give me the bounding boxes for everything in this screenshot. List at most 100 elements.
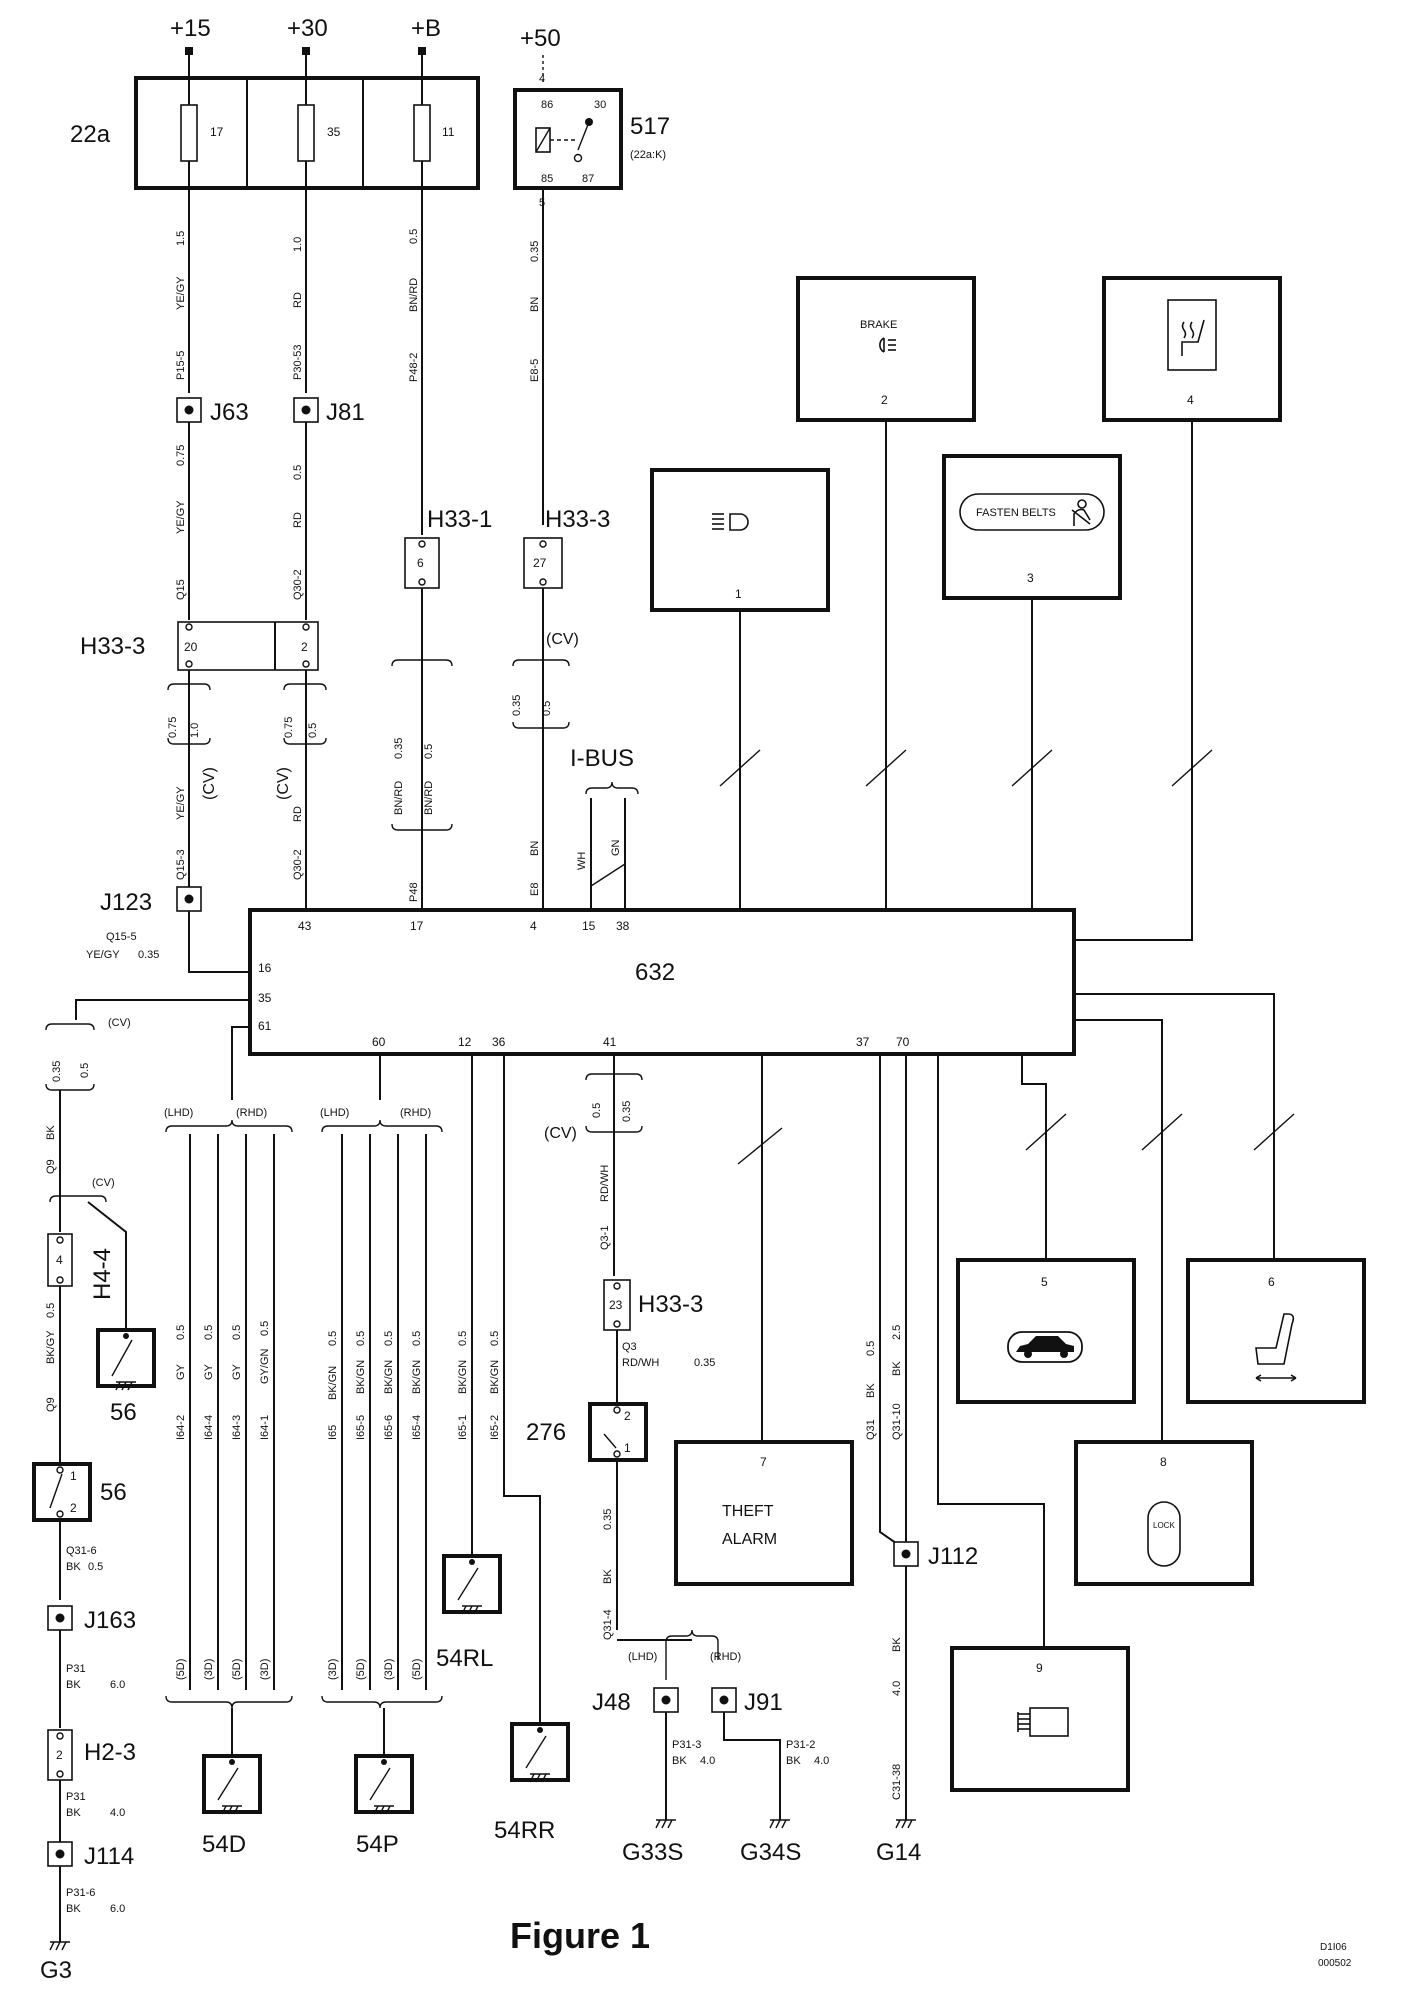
panel-2-label: 2 [881,393,888,407]
w24-color: BK [891,1361,903,1376]
d-lhd: (LHD) [164,1107,193,1119]
d-wire-1-size: 0.5 [175,1325,187,1340]
w12-size-b: 0.5 [79,1063,91,1078]
module-pin-41: 41 [603,1035,617,1049]
relay-sub: (22a:K) [630,149,666,161]
p-door-2: (5D) [355,1659,367,1680]
s56-label: 56 [100,1479,127,1506]
ibus-rhd: (RHD) [710,1651,741,1663]
module-pin-12: 12 [458,1035,472,1049]
w23-size: 0.5 [865,1341,877,1356]
panel-5-label: 5 [1041,1275,1048,1289]
panel-3-text: FASTEN BELTS [976,507,1056,519]
s56-top-label: 56 [110,1399,137,1426]
h33-3-left-pin-2: 2 [301,640,308,654]
h2-3-label: H2-3 [84,1739,136,1766]
w10-code: E8 [529,883,541,896]
w11-color: YE/GY [86,949,120,961]
p-wire-2-size: 0.5 [355,1331,367,1346]
h2-3-pin: 2 [56,1748,63,1762]
w5-color: YE/GY [175,500,187,534]
s276-pin-2: 2 [624,1409,631,1423]
p-wire-1-color: BK/GN [327,1366,339,1400]
w9-color-b: BN/RD [423,781,435,815]
w10-cv: (CV) [546,631,579,648]
fuse-35-label: 35 [327,125,341,139]
w19-size: 0.35 [694,1357,715,1369]
w7-color: YE/GY [175,786,187,820]
relay-517: 4 86 30 85 87 517 (22a:K) 5 [513,73,670,209]
d-wire-4-color: GY/GN [259,1348,271,1384]
relay-id: 517 [630,113,670,140]
supply-p50-label: +50 [520,25,561,52]
ibus-wire-wh: WH [576,852,588,870]
w16-size: 4.0 [110,1807,125,1819]
w7-size-b: 1.0 [189,723,201,738]
w16-code: P31 [66,1791,86,1803]
w13-size: 0.5 [45,1303,57,1318]
d-wire-4-size: 0.5 [259,1321,271,1336]
fuse-box-22a: 22a 17 35 11 [70,55,480,190]
w19-code: Q3 [622,1341,637,1353]
g33s-label: G33S [622,1839,683,1866]
w7-code: Q15-3 [175,849,187,880]
doc-code-2: 000502 [1318,1958,1352,1969]
w25-code: C31-38 [891,1764,903,1800]
w1-code: P15-5 [175,351,187,380]
s54rr-label: 54RR [494,1817,555,1844]
d-rhd: (RHD) [236,1107,267,1119]
w23-color: BK [865,1383,877,1398]
w10-size-b: 0.5 [541,701,553,716]
p-wire-3-code: I65-6 [383,1415,395,1440]
relay-pin-85: 85 [541,173,553,185]
w9-size-a: 0.35 [393,738,405,759]
fasten-belts-lamp [959,493,1105,531]
w14-size: 0.5 [88,1561,103,1573]
w23-code: Q31 [865,1419,877,1440]
module-pin-35: 35 [258,991,272,1005]
w18-color: RD/WH [599,1165,611,1202]
w6-code: Q30-2 [292,569,304,600]
w12-color: BK [45,1125,57,1140]
fuse-11-label: 11 [442,125,455,139]
relay-top-pin: 4 [539,73,545,85]
module-pin-37: 37 [856,1035,870,1049]
w1-size: 1.5 [175,231,187,246]
w18-size-b: 0.35 [621,1101,633,1122]
d-wire-3-size: 0.5 [231,1325,243,1340]
s54d-label: 54D [202,1831,246,1858]
w10-color: BN [529,841,541,856]
j123-label: J123 [100,889,152,916]
w24-code: Q31-10 [891,1403,903,1440]
w12-code: Q9 [45,1159,57,1174]
w7-cv: (CV) [201,767,218,800]
h33-3-mid-label: H33-3 [638,1291,703,1318]
w22-code: P31-2 [786,1739,815,1751]
w12-size-a: 0.35 [51,1061,63,1082]
fuse-17-label: 17 [210,125,224,139]
seatbelt-icon [1071,499,1091,526]
w13-code: Q9 [45,1397,57,1412]
w18-code: Q3-1 [599,1226,611,1250]
module-pin-38: 38 [616,919,630,933]
d-wire-4-code: I64-1 [259,1415,271,1440]
h33-1-label: H33-1 [427,506,492,533]
d-wire-3-code: I64-3 [231,1415,243,1440]
relay-pin-30: 30 [594,99,606,111]
h4-4-label: H4-4 [89,1248,116,1300]
p-wire-3-color: BK/GN [383,1360,395,1394]
module-pin-4: 4 [530,919,537,933]
w21-size: 4.0 [700,1755,715,1767]
w8-cv: (CV) [275,767,292,800]
w8-size-b: 0.5 [307,723,319,738]
w17-code: P31-6 [66,1887,95,1899]
j63-label: J63 [210,399,249,426]
panel-3-label: 3 [1027,571,1034,585]
panel-2-text: BRAKE [860,319,897,331]
headlight-icon [712,513,749,531]
w20-code: Q31-4 [602,1609,614,1640]
h33-3-mid-pin: 23 [609,1298,623,1312]
p-door-4: (5D) [411,1659,423,1680]
rr-size: 0.5 [489,1331,501,1346]
d-door-2: (3D) [203,1659,215,1680]
